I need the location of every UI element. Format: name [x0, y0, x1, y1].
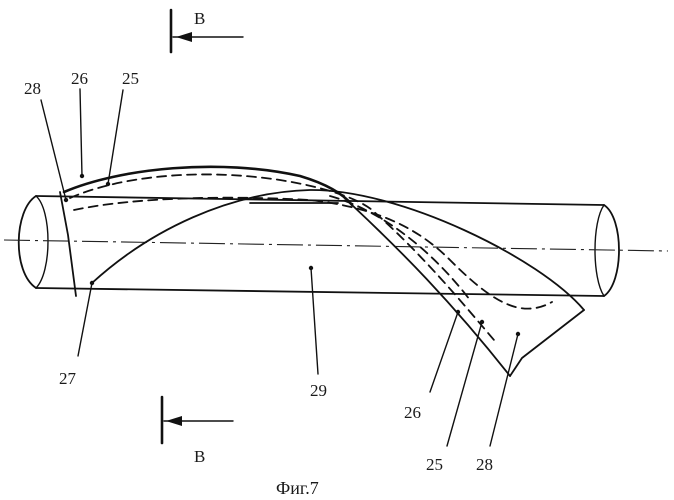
label-27: 27	[59, 369, 77, 388]
label-28-top: 28	[24, 79, 41, 98]
rod-bottom-edge	[36, 288, 604, 296]
label-25-top: 25	[122, 69, 139, 88]
label-25-right: 25	[426, 455, 443, 474]
section-mark-top: В	[171, 9, 243, 52]
section-mark-bottom-label: В	[194, 447, 205, 466]
leader-dot-25-top	[106, 182, 110, 186]
leader-28-right	[490, 334, 518, 446]
label-29: 29	[310, 381, 327, 400]
label-28-right: 28	[476, 455, 493, 474]
leader-25-top	[108, 90, 123, 184]
label-26-right: 26	[404, 403, 421, 422]
leader-dot-26-right	[456, 310, 460, 314]
rod-left-end-inner	[36, 196, 48, 288]
label-26-top: 26	[71, 69, 88, 88]
rod-right-end-inner	[595, 205, 604, 296]
rod-center-axis	[4, 240, 668, 251]
section-mark-top-arrowhead	[176, 32, 192, 42]
figure-caption: Фиг.7	[276, 478, 319, 498]
leader-25-right	[447, 322, 482, 446]
rod	[4, 196, 668, 296]
leader-dot-27	[90, 281, 94, 285]
strip-inner-edge	[352, 205, 510, 376]
section-mark-bottom-arrowhead	[166, 416, 182, 426]
leader-dot-26-top	[80, 174, 84, 178]
section-mark-bottom: В	[162, 397, 233, 466]
section-mark-top-label: В	[194, 9, 205, 28]
leader-dot-29	[309, 266, 313, 270]
leader-dot-28-right	[516, 332, 520, 336]
strip-left-edge	[60, 192, 76, 296]
reference-labels: 28 26 25 27 29 26 25 28	[24, 69, 493, 474]
rod-left-end-outer	[19, 196, 36, 288]
leader-26-top	[80, 89, 82, 176]
leader-dot-25-right	[480, 320, 484, 324]
leader-27	[78, 283, 92, 356]
leader-28-top	[41, 100, 66, 200]
leader-29	[311, 268, 318, 374]
leader-dot-28-top	[64, 198, 68, 202]
strip-end-face	[510, 310, 584, 376]
leader-lines	[41, 89, 520, 446]
leader-26-right	[430, 312, 458, 392]
hidden-edge-inner	[330, 196, 470, 300]
